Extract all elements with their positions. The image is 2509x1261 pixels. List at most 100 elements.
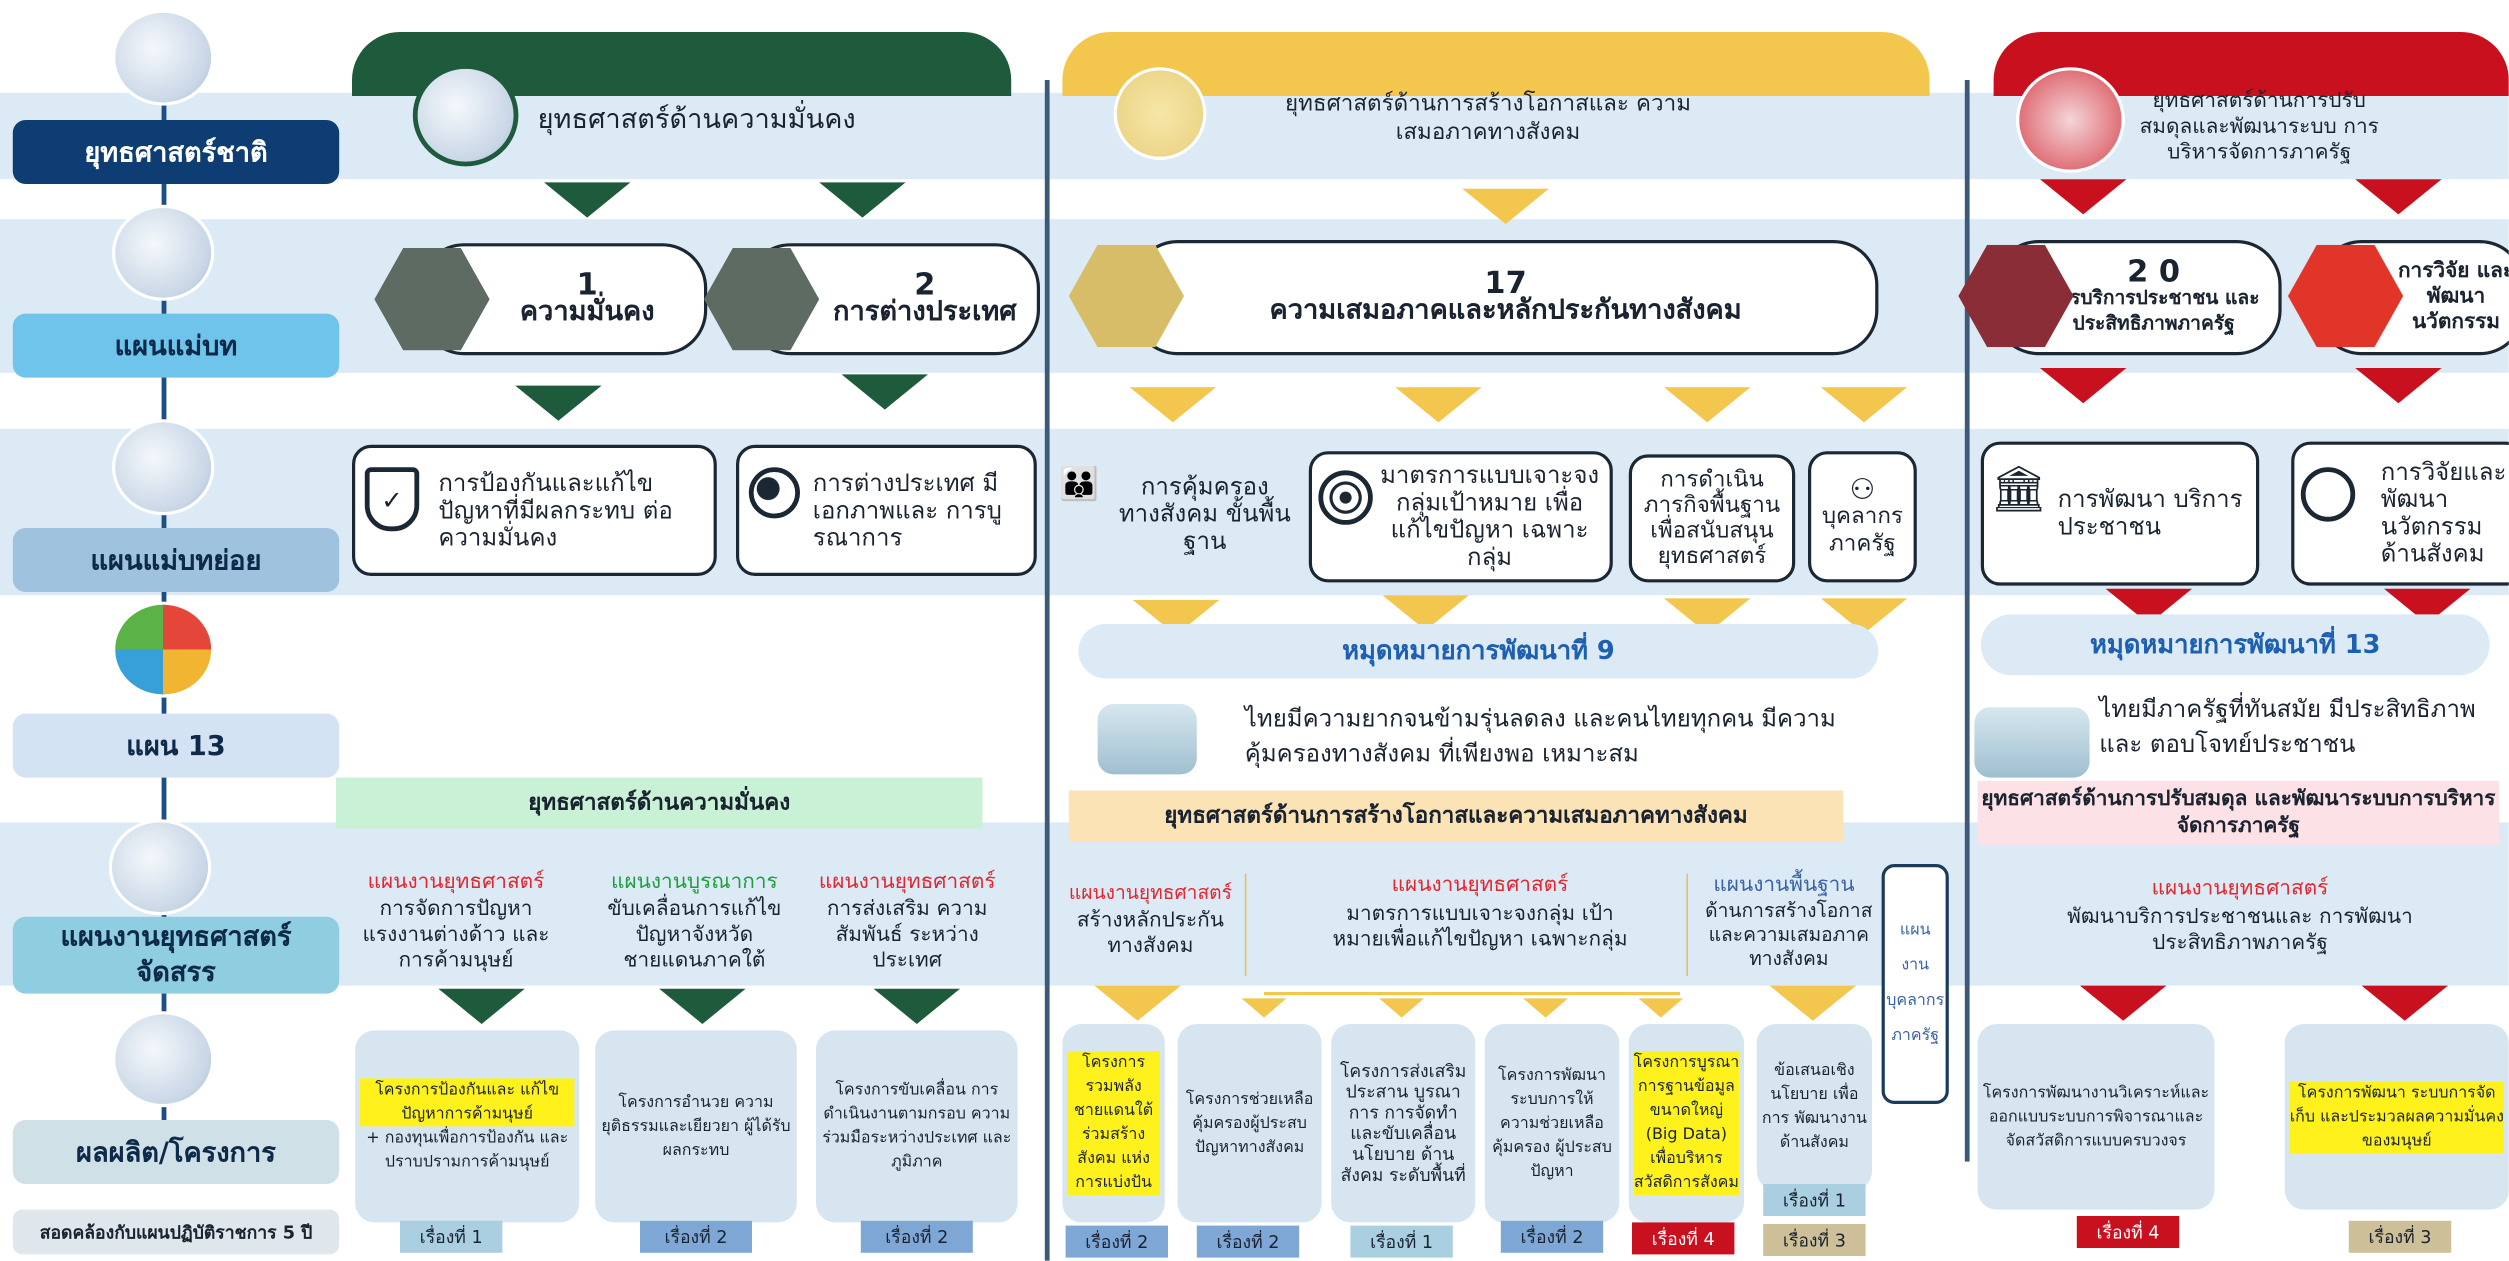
submaster-1-text: การป้องกันและแก้ไข ปัญหาที่มีผลกระทบ ต่อ… bbox=[438, 468, 673, 552]
tag-project-1: เรื่องที่ 1 bbox=[400, 1220, 503, 1253]
submaster-4-text: มาตรการแบบเจาะจง กลุ่มเป้าหมาย เพื่อแก้ไ… bbox=[1380, 460, 1600, 572]
project-card: โครงการส่งเสริม ประสาน บูรณาการ การจัดทำ… bbox=[1331, 1024, 1476, 1223]
master-20-num: 2 0 bbox=[2127, 254, 2181, 290]
tag-project-10: เรื่องที่ 4 bbox=[2076, 1216, 2180, 1248]
arrow-icon bbox=[1769, 985, 1856, 1021]
arrow-icon bbox=[1094, 985, 1181, 1021]
tag-project-5: เรื่องที่ 2 bbox=[1196, 1225, 1300, 1258]
security-strategy-icon bbox=[412, 64, 519, 167]
arrow-icon bbox=[1664, 387, 1751, 423]
workplan-7: แผนงาน บุคลากร ภาครัฐ bbox=[1881, 864, 1949, 1104]
goal-9: หมุดหมายการพัฒนาที่ 9 bbox=[1078, 624, 1879, 679]
arrow-icon bbox=[1523, 998, 1568, 1018]
tag-project-11: เรื่องที่ 3 bbox=[2348, 1220, 2452, 1253]
arrow-icon bbox=[2080, 985, 2167, 1021]
master-1-num: 1 bbox=[576, 267, 598, 303]
tag-project-8: เรื่องที่ 4 bbox=[1632, 1222, 1735, 1255]
goal-13-illustration bbox=[1974, 707, 2090, 778]
band-strategic bbox=[0, 822, 2509, 986]
tag-project-2: เรื่องที่ 2 bbox=[640, 1220, 752, 1253]
divider bbox=[1686, 873, 1688, 976]
tag-project-4: เรื่องที่ 2 bbox=[1065, 1225, 1168, 1258]
arrow-icon bbox=[1379, 998, 1424, 1018]
divider bbox=[1244, 873, 1247, 976]
project-card: โครงการอำนวย ความยุติธรรมและเยียวยา ผู้ไ… bbox=[595, 1030, 797, 1223]
magnifier-icon bbox=[2300, 467, 2356, 522]
submaster-1: การป้องกันและแก้ไข ปัญหาที่มีผลกระทบ ต่อ… bbox=[352, 444, 717, 576]
project-card: โครงการพัฒนา ระบบการให้ ความช่วยเหลือ คุ… bbox=[1484, 1024, 1620, 1223]
family-icon: 👪 bbox=[1059, 464, 1100, 503]
workplan-3-kind: แผนงานยุทธศาสตร์ bbox=[818, 870, 996, 895]
submaster-5-text: การดำเนิน ภารกิจพื้นฐาน เพื่อสนับสนุน ยุ… bbox=[1643, 467, 1781, 570]
label-strategic: แผนงานยุทธศาสตร์ จัดสรร bbox=[12, 916, 340, 994]
master-2-num: 2 bbox=[914, 267, 936, 303]
project-card: ข้อเสนอเชิง นโยบาย เพื่อการ พัฒนางาน ด้า… bbox=[1756, 1024, 1872, 1191]
project-10-text: โครงการพัฒนางานวิเคราะห์และ ออกแบบระบบกา… bbox=[1982, 1084, 2210, 1150]
column-separator-1 bbox=[1044, 80, 1050, 1261]
submaster-3-text: การคุ้มครอง ทางสังคม ขั้นพื้นฐาน bbox=[1118, 471, 1291, 555]
tag-project-9: เรื่องที่ 1 bbox=[1763, 1184, 1866, 1216]
goal-9-illustration bbox=[1097, 704, 1197, 775]
goal-13-desc: ไทยมีภาครัฐที่ทันสมัย มีประสิทธิภาพ และ … bbox=[2099, 694, 2476, 759]
master-23-icon bbox=[2288, 244, 2404, 348]
project-1-extra: + กองทุนเพื่อการป้องกัน และปราบปรามการค้… bbox=[366, 1129, 569, 1172]
workplan-5-kind: แผนงานยุทธศาสตร์ bbox=[1391, 873, 1569, 898]
workplan-8-kind: แผนงานยุทธศาสตร์ bbox=[2151, 876, 2329, 901]
project-card: โครงการบูรณา การฐานข้อมูล ขนาดใหญ่ (Big … bbox=[1628, 1024, 1744, 1223]
tag-project-6: เรื่องที่ 1 bbox=[1350, 1225, 1453, 1258]
workplan-2-kind: แผนงานบูรณาการ bbox=[611, 870, 778, 895]
workplan-4-kind: แผนงานยุทธศาสตร์ bbox=[1068, 881, 1232, 904]
project-card: โครงการพัฒนา ระบบการจัดเก็บ และประมวลผลค… bbox=[2284, 1024, 2509, 1210]
project-5-text: โครงการช่วยเหลือ คุ้มครองผู้ประสบ ปัญหาท… bbox=[1185, 1090, 1314, 1156]
submaster-7: การพัฒนา บริการประชาชน bbox=[1980, 441, 2260, 586]
submaster-2-text: การต่างประเทศ มีเอกภาพและ การบูรณาการ bbox=[812, 468, 1002, 552]
national-public-admin: ยุทธศาสตร์ด้านการปรับ สมดุลและพัฒนาระบบ … bbox=[2139, 89, 2379, 165]
arrow-icon bbox=[1462, 188, 1549, 224]
workplan-4-text: สร้างหลักประกัน ทางสังคม bbox=[1076, 908, 1224, 959]
project-2-text: โครงการอำนวย ความยุติธรรมและเยียวยา ผู้ไ… bbox=[601, 1093, 791, 1160]
master-17-icon bbox=[1068, 244, 1184, 348]
strategic-plan-icon bbox=[108, 819, 212, 916]
arrow-icon bbox=[1395, 387, 1482, 423]
project-11-text: โครงการพัฒนา ระบบการจัดเก็บ และประมวลผลค… bbox=[2289, 1080, 2504, 1153]
submaster-6: ⚇ บุคลากร ภาครัฐ bbox=[1808, 451, 1917, 583]
master-2-title: การต่างประเทศ bbox=[833, 296, 1017, 328]
project-1-text: โครงการป้องกันและ แก้ไขปัญหาการค้ามนุษย์ bbox=[360, 1078, 575, 1127]
arrow-icon bbox=[544, 182, 631, 218]
arrow-icon bbox=[819, 182, 906, 218]
label-submaster: แผนแม่บทย่อย bbox=[12, 528, 340, 592]
strategy-header-opportunity: ยุทธศาสตร์ด้านการสร้างโอกาสและความเสมอภา… bbox=[1068, 790, 1844, 842]
arrow-icon bbox=[438, 988, 525, 1024]
submaster-plan-icon bbox=[112, 419, 215, 516]
project-6-text: โครงการส่งเสริม ประสาน บูรณาการ การจัดทำ… bbox=[1339, 1060, 1467, 1186]
opportunity-tab bbox=[1062, 32, 1930, 96]
project-card: โครงการป้องกันและ แก้ไขปัญหาการค้ามนุษย์… bbox=[355, 1030, 580, 1223]
master-1-title: ความมั่นคง bbox=[519, 296, 655, 328]
workplan-2-text: ขับเคลื่อนการแก้ไข ปัญหาจังหวัด ชายแดนภา… bbox=[607, 897, 782, 973]
master-23-title: การวิจัย และพัฒนา นวัตกรรม bbox=[2397, 259, 2509, 335]
outputs-icon bbox=[112, 1011, 215, 1108]
public-admin-strategy-icon bbox=[2016, 67, 2125, 173]
arrow-icon bbox=[2040, 368, 2127, 404]
workplan-6-text: ด้านการสร้างโอกาส และความเสมอภาค ทางสังค… bbox=[1705, 899, 1873, 970]
tag-project-7: เรื่องที่ 2 bbox=[1500, 1220, 1604, 1253]
arrow-icon bbox=[515, 385, 602, 421]
project-7-text: โครงการพัฒนา ระบบการให้ ความช่วยเหลือ คุ… bbox=[1492, 1066, 1612, 1180]
project-8-text: โครงการบูรณา การฐานข้อมูล ขนาดใหญ่ (Big … bbox=[1633, 1051, 1740, 1196]
opportunity-strategy-icon bbox=[1113, 67, 1207, 160]
submaster-3: การคุ้มครอง ทางสังคม ขั้นพื้นฐาน bbox=[1056, 451, 1293, 576]
project-card: โครงการขับเคลื่อน การดำเนินงานตามกรอบ คว… bbox=[816, 1030, 1018, 1223]
submaster-8-text: การวิจัยและ พัฒนา นวัตกรรม ด้านสังคม bbox=[2380, 457, 2507, 568]
workplan-6-kind: แผนงานพื้นฐาน bbox=[1713, 873, 1855, 898]
workplan-1-kind: แผนงานยุทธศาสตร์ bbox=[367, 870, 545, 895]
label-master: แผนแม่บท bbox=[12, 313, 340, 378]
national-opportunity: ยุทธศาสตร์ด้านการสร้างโอกาสและ ความเสมอภ… bbox=[1285, 91, 1691, 146]
submaster-5: การดำเนิน ภารกิจพื้นฐาน เพื่อสนับสนุน ยุ… bbox=[1628, 454, 1796, 583]
column-separator-2 bbox=[1964, 80, 1970, 1162]
project-card: โครงการพัฒนางานวิเคราะห์และ ออกแบบระบบกา… bbox=[1977, 1024, 2215, 1210]
project-4-text: โครงการ รวมพลัง ชายแดนใต้ ร่วมสร้างสังคม… bbox=[1067, 1051, 1160, 1196]
strategy-header-public-admin: ยุทธศาสตร์ด้านการปรับสมดุล และพัฒนาระบบก… bbox=[1977, 780, 2500, 845]
globe-icon bbox=[748, 467, 800, 519]
submaster-7-text: การพัฒนา บริการประชาชน bbox=[2057, 484, 2243, 541]
